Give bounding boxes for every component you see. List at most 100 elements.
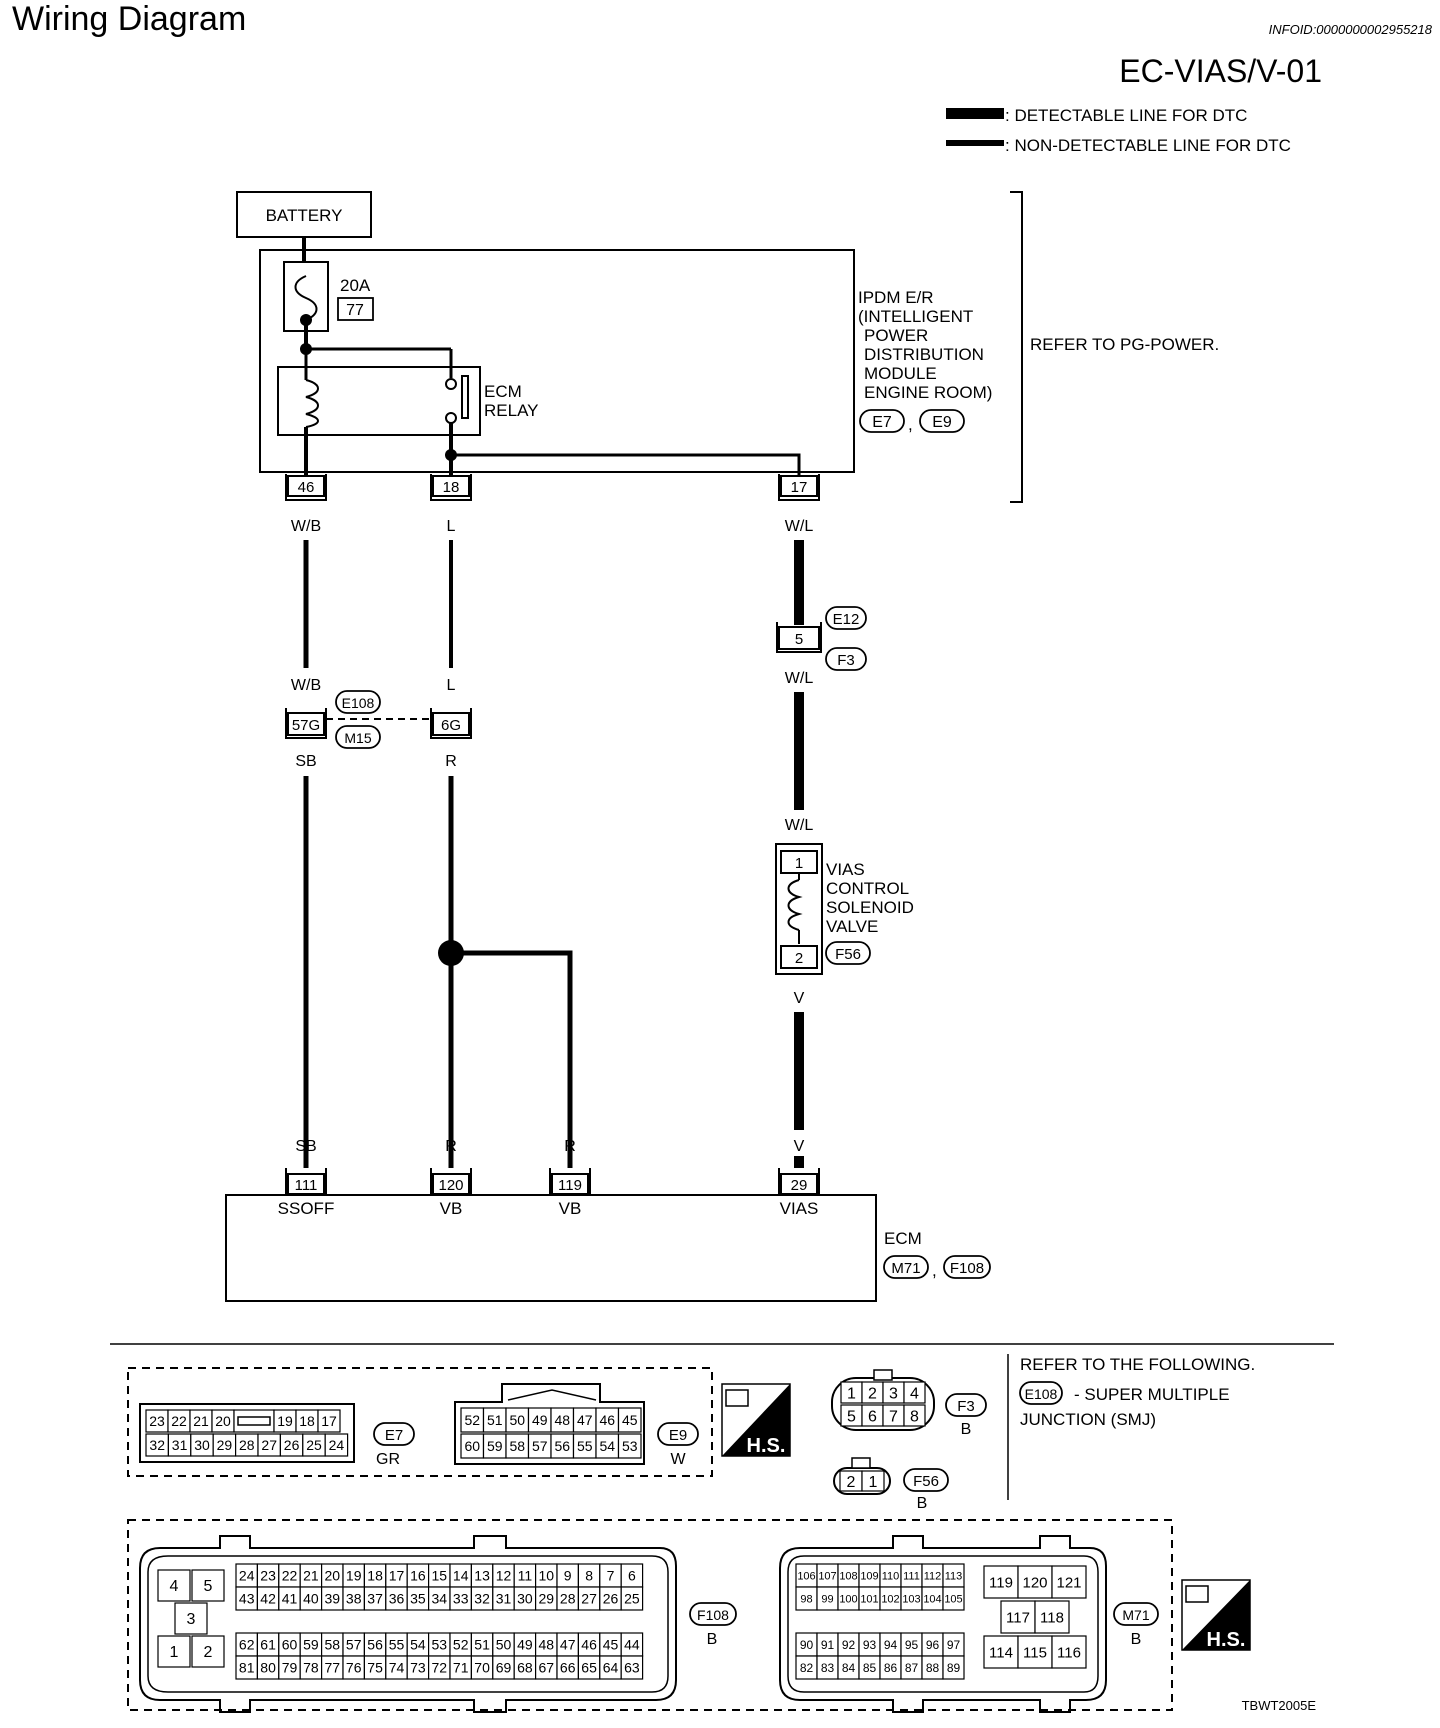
svg-text:REFER TO THE FOLLOWING.: REFER TO THE FOLLOWING. (1020, 1355, 1255, 1374)
pin-number: 52 (453, 1637, 469, 1653)
relay-switch-icon (461, 375, 469, 419)
ecm-terminal: VB (440, 1199, 463, 1218)
non-detectable-line-sample (946, 140, 1004, 146)
pin-number: 9 (564, 1568, 572, 1584)
refer-following: REFER TO THE FOLLOWING. E108 - SUPER MUL… (1019, 1355, 1255, 1429)
detectable-line-sample (946, 108, 1004, 119)
pin-number: 82 (800, 1661, 814, 1675)
smj-conn-top: E108 (342, 695, 375, 711)
ecm-relay-box (277, 366, 481, 436)
pin-number: 2 (868, 1385, 877, 1402)
svg-text:B: B (961, 1421, 972, 1438)
pin-number: 24 (239, 1568, 255, 1584)
pin-number: 11 (518, 1568, 533, 1584)
harness-side-icon: H.S. (1181, 1579, 1251, 1651)
wire-color: SB (295, 753, 316, 770)
pin-cell (1000, 1600, 1036, 1634)
wire-color: V (794, 990, 805, 1007)
svg-text:18: 18 (443, 479, 460, 496)
pin-number: 71 (453, 1660, 469, 1676)
pin-number: 37 (367, 1591, 383, 1607)
pin-number: 36 (389, 1591, 405, 1607)
pin-cell (903, 1404, 926, 1427)
pin-number: 120 (1022, 1574, 1047, 1591)
pin-number: 76 (346, 1660, 362, 1676)
pin-number: 81 (239, 1660, 255, 1676)
legend: : DETECTABLE LINE FOR DTC : NON-DETECTAB… (946, 106, 1291, 155)
svg-text:17: 17 (321, 1413, 337, 1429)
svg-text:B: B (707, 1631, 718, 1648)
svg-text:B: B (1131, 1631, 1142, 1648)
pin-number: 2 (847, 1474, 856, 1491)
wire-color: R (445, 1138, 457, 1155)
pin-number: 34 (432, 1591, 448, 1607)
pin-number: 87 (905, 1661, 919, 1675)
svg-text:JUNCTION (SMJ): JUNCTION (SMJ) (1020, 1410, 1156, 1429)
refer-pg-power: REFER TO PG-POWER. (1030, 335, 1219, 354)
pin-number: 77 (325, 1660, 341, 1676)
pin-cell (617, 1407, 642, 1433)
pin-number: 4 (910, 1385, 919, 1402)
joint-conn-top: E12 (833, 611, 860, 628)
ipdm-label: IPDM E/R (INTELLIGENT POWER DISTRIBUTION… (858, 288, 992, 402)
pin-number: 31 (496, 1591, 512, 1607)
pin-number: 16 (410, 1568, 426, 1584)
pin-number: 61 (260, 1637, 276, 1653)
wire-color: W/L (785, 670, 814, 687)
pin-number: 41 (282, 1591, 298, 1607)
pin-number: 20 (325, 1568, 341, 1584)
pin-number: 86 (884, 1661, 898, 1675)
pin-cell (1017, 1635, 1053, 1669)
svg-text:(INTELLIGENT: (INTELLIGENT (858, 307, 973, 326)
wire-color: W/B (291, 518, 321, 535)
pin-number: 112 (924, 1570, 942, 1582)
pin-number: 100 (839, 1593, 857, 1605)
svg-text:W: W (670, 1451, 686, 1468)
pin-number: 8 (585, 1568, 593, 1584)
pin-number: 84 (842, 1661, 856, 1675)
pin-number: 31 (172, 1437, 188, 1453)
smj-pin-6g: 6G (441, 717, 461, 734)
pin-number: 6 (868, 1408, 877, 1425)
pin-number: 54 (599, 1438, 615, 1454)
legend-non-detectable: : NON-DETECTABLE LINE FOR DTC (1005, 136, 1291, 155)
pin-number: 57 (532, 1438, 548, 1454)
ecm-conn-1: M71 (891, 1260, 920, 1277)
pin-cell (620, 1655, 644, 1680)
pin-number: 55 (577, 1438, 593, 1454)
pin-number: 59 (303, 1637, 319, 1653)
pin-number: 7 (607, 1568, 615, 1584)
pin-cell (983, 1565, 1019, 1599)
svg-text:CONTROL: CONTROL (826, 879, 909, 898)
svg-text:1: 1 (795, 855, 803, 872)
pin-number: 30 (194, 1437, 210, 1453)
svg-text:F56: F56 (835, 946, 861, 963)
pin-number: 51 (474, 1637, 490, 1653)
pin-number: 110 (882, 1570, 900, 1582)
pin-cell (942, 1586, 965, 1611)
pin-number: 10 (539, 1568, 555, 1584)
pin-number: 111 (903, 1570, 920, 1582)
svg-text:VALVE: VALVE (826, 917, 878, 936)
svg-text:5: 5 (204, 1578, 213, 1595)
pin-number: 56 (367, 1637, 383, 1653)
svg-text:,: , (932, 1261, 937, 1280)
pin-number: 119 (989, 1574, 1013, 1591)
pin-number: 47 (560, 1637, 576, 1653)
pin-number: 98 (800, 1593, 812, 1605)
pin-number: 5 (847, 1408, 856, 1425)
pin-number: 43 (239, 1591, 255, 1607)
pin-number: 24 (329, 1437, 345, 1453)
pin-number: 117 (1006, 1609, 1030, 1626)
pin-number: 38 (346, 1591, 362, 1607)
pin-number: 74 (389, 1660, 405, 1676)
svg-text:F3: F3 (957, 1398, 975, 1415)
page-title: Wiring Diagram (12, 0, 246, 38)
relay-label-1: ECM (484, 382, 522, 401)
pin-number: 59 (487, 1438, 503, 1454)
pin-number: 39 (325, 1591, 341, 1607)
pin-cell (617, 1433, 642, 1459)
